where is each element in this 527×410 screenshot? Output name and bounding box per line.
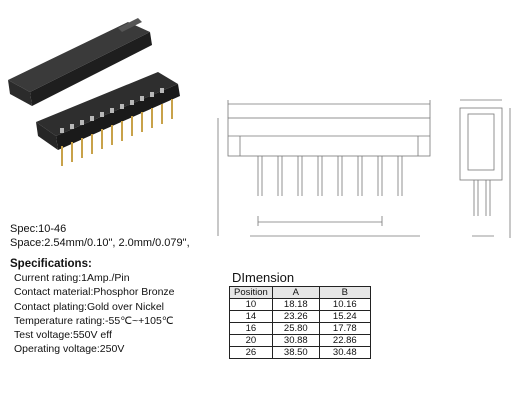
product-photo (8, 18, 180, 166)
spec-current-rating: Current rating:1Amp./Pin (14, 272, 130, 284)
spec-block: Spec:10-46 Space:2.54mm/0.10", 2.0mm/0.0… (10, 222, 190, 250)
technical-drawing (217, 99, 511, 238)
cell-a: 25.80 (271, 322, 320, 335)
table-row: 20 30.88 22.86 (229, 334, 371, 347)
specifications-heading: Specifications: (10, 258, 92, 270)
cell-position: 26 (229, 346, 273, 359)
table-row: 10 18.18 10.16 (229, 298, 371, 311)
front-view (217, 100, 431, 237)
cell-b: 22.86 (318, 334, 371, 347)
side-view (459, 99, 511, 238)
spec-contact-plating: Contact plating:Gold over Nickel (14, 300, 164, 313)
header-a: A (271, 286, 320, 299)
header-position: Position (229, 286, 273, 299)
cell-b: 10.16 (318, 298, 371, 311)
connector-top-image (8, 18, 152, 106)
connector-bottom-image (36, 72, 180, 166)
spec-temperature-rating: Temperature rating:-55℃~+105℃ (14, 314, 174, 327)
spec-contact-material: Contact material:Phosphor Bronze (14, 286, 175, 299)
dimension-title: DImension (232, 270, 295, 285)
table-row: 14 23.26 15.24 (229, 310, 371, 323)
cell-a: 38.50 (271, 346, 320, 359)
cell-b: 17.78 (318, 322, 371, 335)
spec-operating-voltage: Operating voltage:250V (14, 343, 125, 356)
cell-b: 30.48 (318, 346, 371, 359)
header-b: B (318, 286, 371, 299)
cell-b: 15.24 (318, 310, 371, 323)
cell-a: 23.26 (271, 310, 320, 323)
table-row: 26 38.50 30.48 (229, 346, 371, 359)
cell-position: 10 (229, 298, 273, 311)
spec-range: Spec:10-46 (10, 223, 67, 235)
spec-test-voltage: Test voltage:550V eff (14, 329, 112, 342)
specifications-list: Current rating:1Amp./Pin Contact materia… (14, 271, 175, 357)
cell-position: 20 (229, 334, 273, 347)
table-header-row: Position A B (229, 286, 371, 299)
cell-position: 16 (229, 322, 273, 335)
dimension-table: Position A B 10 18.18 10.16 14 23.26 15.… (229, 286, 371, 359)
cell-a: 18.18 (271, 298, 320, 311)
cell-position: 14 (229, 310, 273, 323)
spec-spacing: Space:2.54mm/0.10", 2.0mm/0.079", (10, 237, 190, 249)
cell-a: 30.88 (271, 334, 320, 347)
table-row: 16 25.80 17.78 (229, 322, 371, 335)
